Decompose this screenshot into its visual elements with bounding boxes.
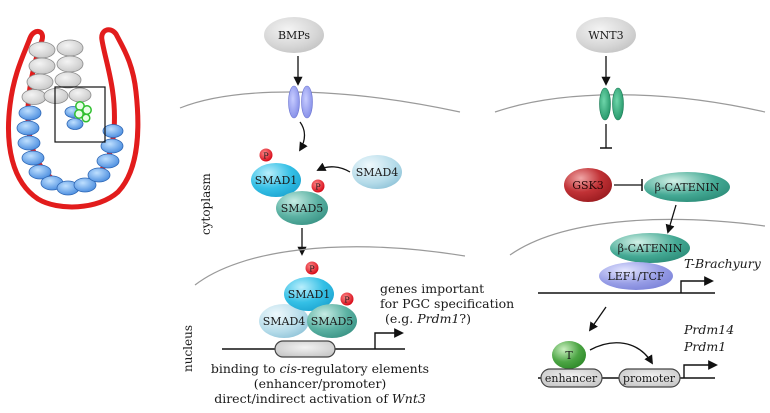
pgc-genes-line2: for PGC specification [380,296,514,311]
lef-label: LEF1/TCF [607,270,664,283]
bcatenin-cytoplasmic [644,172,730,202]
wnt-ligand [576,17,636,53]
smad1-label: SMAD1 [255,174,298,187]
smad4-free [352,155,402,189]
smad5-label: SMAD5 [281,202,324,215]
bmp-transcription-arrow [374,328,404,349]
t-label: T [565,349,573,362]
smad4-join-arrow [316,162,351,173]
bcatenin-nuclear-arrow [665,204,677,234]
bmp-pathway: BMPs cytoplasm SMAD1 P SMAD5 P SMAD4 [179,17,514,406]
epiblast-cells [16,105,124,196]
bcatenin-label: β-CATENIN [655,181,720,194]
cytoplasm-label: cytoplasm [199,173,213,235]
promoter-element [618,368,681,388]
extraembryonic-cells [21,39,92,105]
prdm14-gene-label: Prdm14 [683,322,734,337]
cytoplasmic-smad-complex: SMAD1 P SMAD5 P [251,148,328,225]
bmp-regulatory-element [274,340,336,358]
t-protein [552,341,586,369]
bmp-nuclear-membrane [194,246,466,286]
binding-line1: binding to cis-regulatory elements [211,361,429,376]
bmp-ligand [264,17,324,53]
gsk3 [564,168,612,202]
prdm1-gene-label: Prdm1 [683,339,726,354]
bmp-label: BMPs [278,29,310,42]
phospho-label: P [344,296,350,305]
enhancer-label: enhancer [545,372,598,385]
bcatenin-label: β-CATENIN [618,242,683,255]
nucleus-label: nucleus [181,325,195,372]
smad4-label: SMAD4 [263,315,306,328]
promoter-label: promoter [623,372,676,385]
nuclear-smad-complex: SMAD4 SMAD1 P SMAD5 P [259,261,357,338]
bcatenin-nuclear [610,233,690,263]
binding-line2: (enhancer/promoter) [254,376,387,391]
smad1-label: SMAD1 [288,288,331,301]
prdm-transcription-arrow [683,360,718,378]
receptor-to-smad-arrow [299,121,308,152]
gsk3-label: GSK3 [572,179,604,192]
wnt-label: WNT3 [588,29,623,42]
enhancer-element [540,368,603,388]
bmp-receptor [288,85,313,119]
zoom-box [54,86,106,143]
brachyury-gene-label: T-Brachyury [684,256,762,271]
phospho-label: P [263,152,269,161]
smad4-label: SMAD4 [356,166,399,179]
binding-line3: direct/indirect activation of Wnt3 [214,391,426,406]
wnt-pathway: WNT3 GSK3 β-CATENIN β-CATENIN LEF1/TCF T… [494,17,766,388]
t-to-promoter-arrow [589,342,653,365]
brachyury-transcription-arrow [680,276,714,293]
wnt-cell-membrane [494,94,766,113]
pgc-cluster [74,101,92,123]
lef1-tcf [599,262,673,290]
bmp-cell-membrane [179,91,461,113]
embryo-illustration [6,27,141,210]
smad5-label: SMAD5 [311,315,354,328]
t-production-arrow [588,306,607,332]
phospho-label: P [309,265,315,274]
phospho-label: P [315,183,321,192]
pgc-genes-line3: (e.g. Prdm1?) [385,311,471,326]
pgc-genes-line1: genes important [380,281,484,296]
wnt-nuclear-membrane [509,218,766,256]
frizzled-receptor [599,87,624,121]
